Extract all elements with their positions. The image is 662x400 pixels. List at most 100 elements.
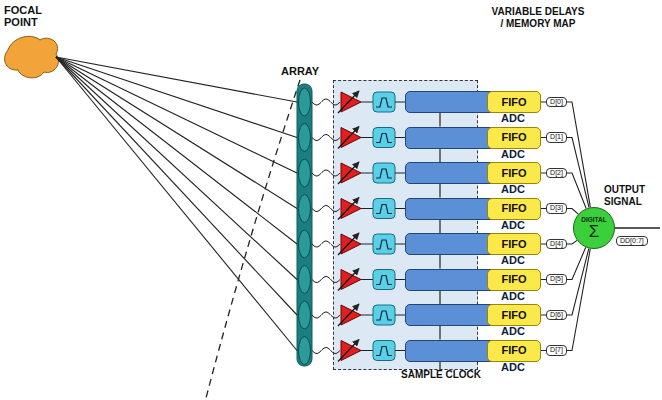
bus-label: D[5] [546, 274, 567, 284]
bandpass-symbol [376, 134, 392, 143]
node-text: Σ [589, 223, 600, 240]
summer-circle: DIGITALΣ [573, 207, 615, 249]
clock-line [439, 255, 440, 269]
adc-box: ADC [405, 233, 503, 255]
focal-point: FOCAL POINT [6, 36, 56, 78]
bandpass-filter [373, 305, 395, 325]
clock-line [439, 220, 440, 234]
signal-connector [541, 249, 590, 351]
array-element [299, 266, 311, 294]
array-element [299, 195, 311, 223]
variable-gain-arrow [338, 162, 359, 184]
variable-gain-arrow [338, 340, 359, 362]
signal-connector [541, 240, 577, 244]
node-text: FIFO [501, 96, 526, 108]
variable-gain-arrow [338, 198, 359, 220]
node-text: ADC [468, 291, 558, 303]
signal-connector [487, 314, 503, 315]
wire [361, 208, 373, 209]
signal-connector [56, 57, 297, 280]
node-text: ADC [468, 113, 558, 125]
fifo-box: FIFO [487, 198, 541, 220]
wire [361, 279, 373, 280]
bus-label: D[1] [546, 132, 567, 142]
bus-label: D[0] [546, 97, 567, 107]
adc-box: ADC [405, 198, 503, 220]
wire [361, 102, 373, 103]
focal-blob [5, 36, 59, 77]
adc-box: ADC [405, 269, 503, 291]
signal-connector [487, 172, 503, 173]
clock-line [439, 149, 440, 163]
fifo-box: FIFO [487, 340, 541, 362]
signal-connector [56, 57, 297, 351]
bus-label: D[6] [546, 310, 567, 320]
signal-connector [541, 173, 586, 209]
node-text: ARRAY [281, 65, 319, 77]
amplifier-symbol [341, 163, 361, 183]
stage-label: VARIABLE DELAYS / MEMORY MAP [490, 6, 586, 29]
signal-connector [487, 243, 503, 244]
wire [361, 137, 373, 138]
echo-wave [312, 135, 340, 141]
signal-connector [487, 208, 503, 209]
array-element [299, 159, 311, 187]
channel-symbols [299, 88, 441, 370]
node-text: FIFO [501, 202, 526, 214]
bus-label: D[3] [546, 203, 567, 213]
node-text: FIFO [501, 238, 526, 250]
array-element [299, 124, 311, 152]
variable-gain-arrow [338, 91, 359, 113]
fifo-box: FIFO [487, 304, 541, 326]
variable-gain-arrow [338, 304, 359, 326]
echo-wave [312, 170, 340, 176]
adc-box: ADC [405, 91, 503, 113]
transducer-array: ARRAY [297, 84, 312, 366]
wire [361, 350, 373, 351]
wire [361, 315, 373, 316]
array-element [299, 337, 311, 365]
signal-connector [487, 279, 503, 280]
signal-connector [541, 102, 590, 207]
array-element [299, 301, 311, 329]
signal-connector [487, 350, 503, 351]
echo-wave [312, 312, 340, 318]
bandpass-filter [373, 92, 395, 112]
clock-line [439, 326, 440, 340]
signal-connector [541, 209, 578, 215]
wire [395, 102, 405, 103]
node-text: ADC [468, 220, 558, 232]
signal-connector [541, 248, 589, 315]
bandpass-symbol [376, 347, 392, 356]
bandpass-symbol [376, 276, 392, 285]
amplifier-symbol [341, 199, 361, 219]
fifo-box: FIFO [487, 162, 541, 184]
signal-connector [541, 138, 589, 208]
wire [361, 244, 373, 245]
bandpass-symbol [376, 98, 392, 107]
wire [395, 315, 405, 316]
signal-connector [487, 137, 503, 138]
variable-gain-arrow [338, 269, 359, 291]
output-label: OUTPUT SIGNAL [604, 184, 660, 207]
signal-connector [56, 57, 297, 315]
bandpass-filter [373, 199, 395, 219]
echo-wave [312, 99, 340, 105]
echo-wave [312, 241, 340, 247]
node-text: ADC [468, 149, 558, 161]
wire [395, 137, 405, 138]
amplifier-symbol [341, 234, 361, 254]
adc-box: ADC [405, 304, 503, 326]
node-text: FIFO [501, 309, 526, 321]
node-text: FOCAL POINT [4, 4, 66, 28]
fifo-box: FIFO [487, 91, 541, 113]
bus-label: DD[0:7] [616, 236, 648, 246]
bandpass-symbol [376, 311, 392, 320]
node-text: ADC [468, 326, 558, 338]
bus-label: D[2] [546, 168, 567, 178]
wire [395, 173, 405, 174]
node-text: FIFO [501, 167, 526, 179]
